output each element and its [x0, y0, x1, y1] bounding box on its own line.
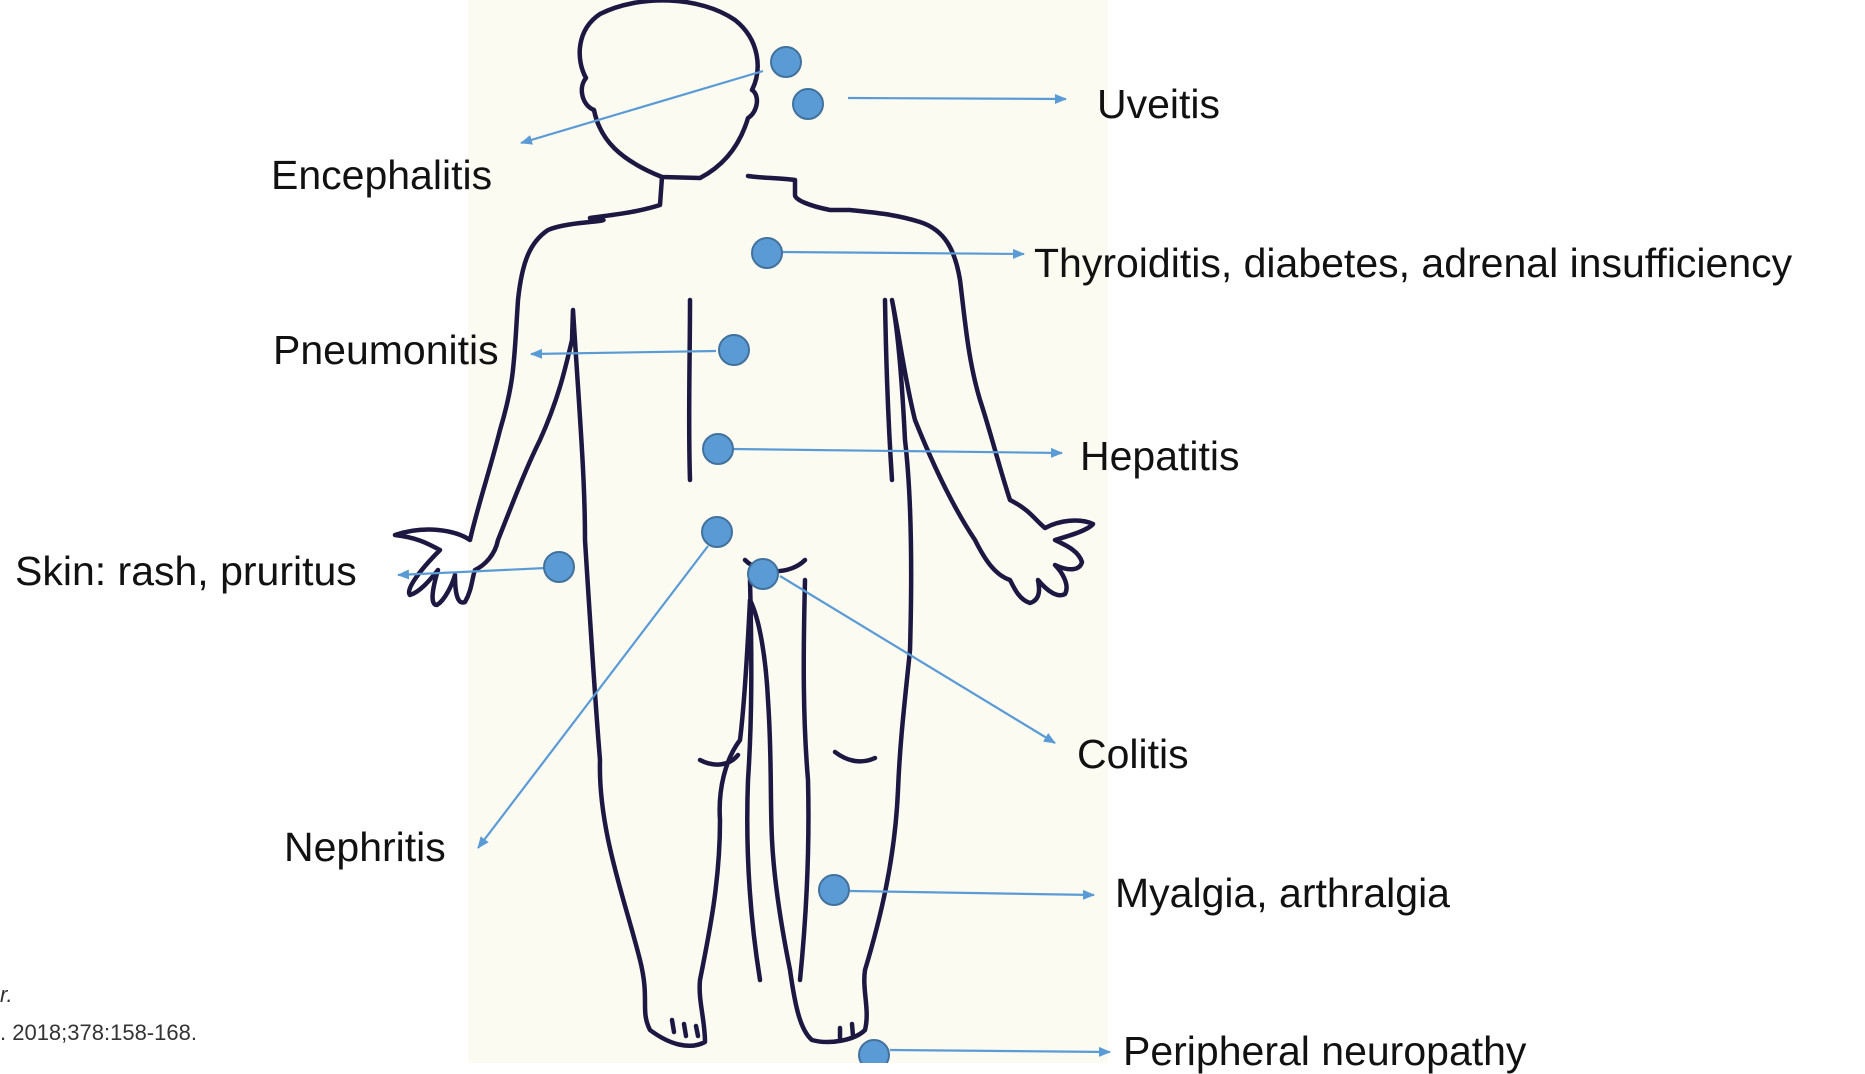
inner-arm-left: [689, 300, 690, 480]
label-uveitis: Uveitis: [1097, 84, 1220, 125]
label-colitis: Colitis: [1077, 734, 1189, 775]
label-hepatitis: Hepatitis: [1080, 436, 1240, 477]
dot-kidney: [702, 517, 732, 547]
figure-background: [468, 0, 1108, 1063]
dot-lung: [719, 335, 749, 365]
arrow-uveitis: [848, 98, 1066, 99]
dot-colon: [748, 559, 778, 589]
dot-eye: [793, 89, 823, 119]
dot-skin: [544, 552, 574, 582]
label-neuropathy: Peripheral neuropathy: [1123, 1031, 1526, 1072]
dot-foot: [859, 1040, 889, 1063]
dot-knee: [819, 875, 849, 905]
label-skin: Skin: rash, pruritus: [15, 551, 357, 592]
label-pneumonitis: Pneumonitis: [273, 330, 499, 371]
label-nephritis: Nephritis: [284, 827, 446, 868]
label-thyroiditis: Thyroiditis, diabetes, adrenal insuffici…: [1034, 243, 1792, 284]
dot-thyroid: [752, 238, 782, 268]
citation-line-2: . 2018;378:158-168.: [0, 1022, 197, 1044]
citation-line-1: r.: [0, 984, 13, 1006]
dot-brain: [771, 47, 801, 77]
dot-liver: [703, 434, 733, 464]
label-myalgia: Myalgia, arthralgia: [1115, 873, 1450, 914]
label-encephalitis: Encephalitis: [271, 155, 492, 196]
